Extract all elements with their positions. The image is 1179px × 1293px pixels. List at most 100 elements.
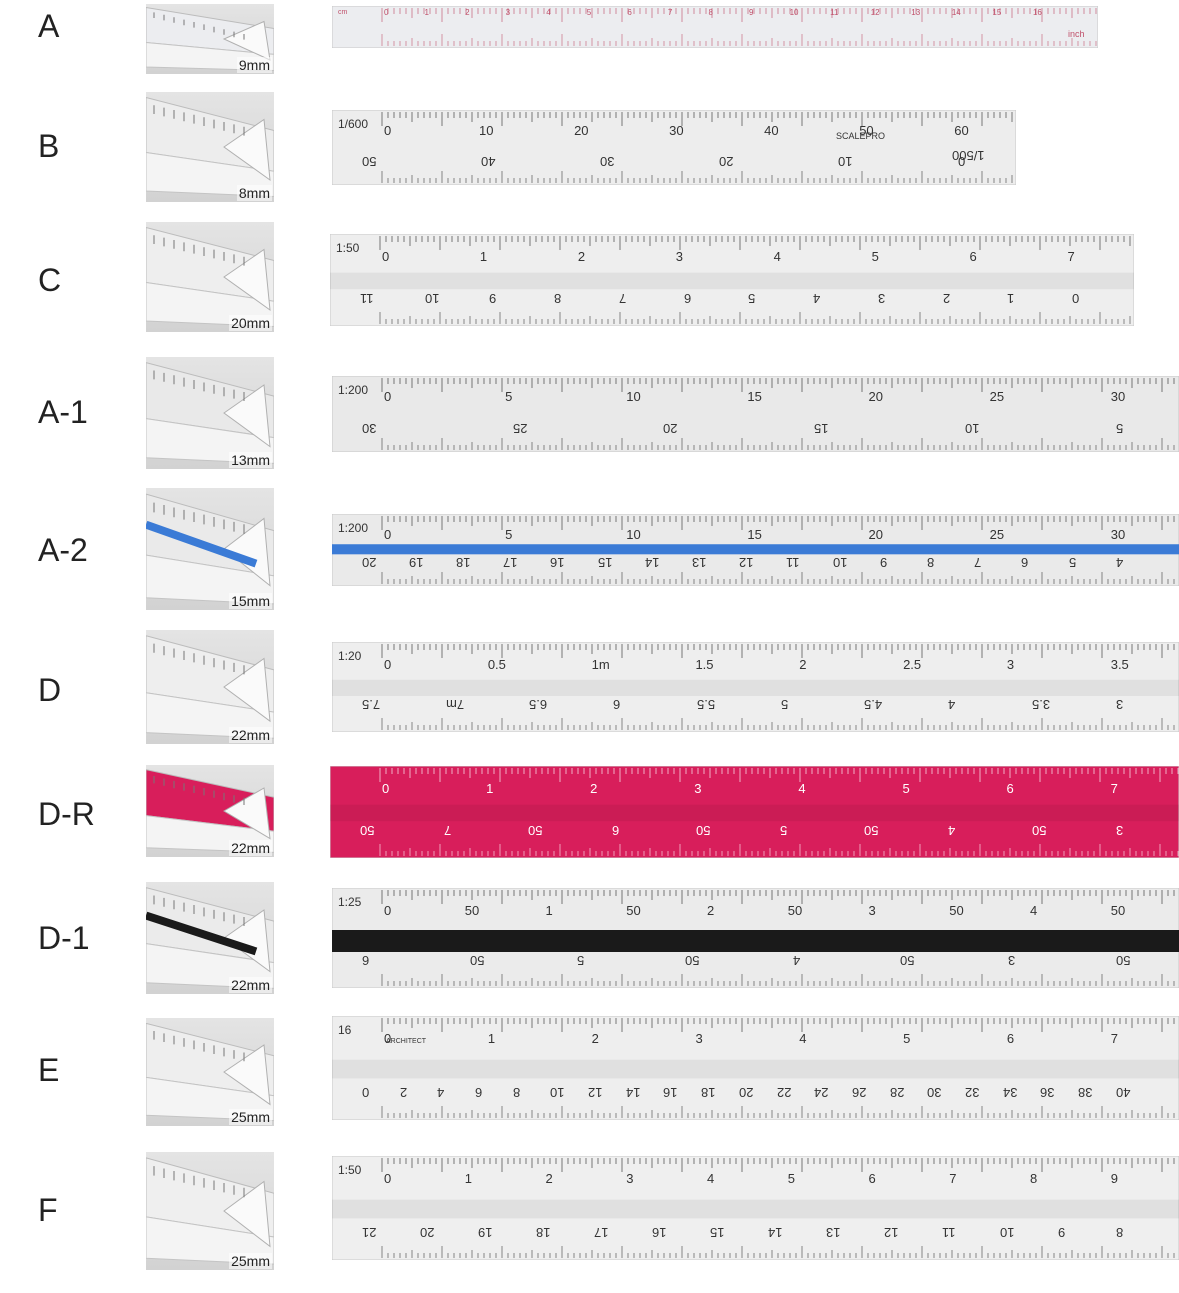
ruler-top-number: 4	[799, 1031, 807, 1046]
ruler-top-number: 7	[1110, 781, 1118, 796]
ruler-bottom-number: 2	[399, 1085, 407, 1100]
ruler-profile-photo: 9mm	[146, 4, 274, 74]
ruler-top-number: 3	[675, 249, 683, 264]
ruler-size-label: 9mm	[236, 57, 272, 73]
ruler-bottom-number: 8	[1115, 1225, 1123, 1240]
ruler-scale-graphic	[330, 234, 1134, 326]
ruler-bottom-number: 50	[1115, 953, 1131, 968]
ruler-profile-photo: 22mm	[146, 630, 274, 744]
ruler-bottom-number: 20	[738, 1085, 754, 1100]
ruler-bottom-number: 9	[1057, 1225, 1065, 1240]
ruler-bottom-number: 7.5	[362, 697, 381, 712]
ruler-bottom-number: 40	[481, 154, 496, 169]
ruler-bottom-number: 30	[927, 1085, 942, 1100]
ruler-top-number: 2	[591, 1031, 599, 1046]
ruler-top-number: 5	[871, 249, 879, 264]
ruler-bottom-number: 8	[512, 1085, 520, 1100]
ruler-scale-ratio: 16	[338, 1023, 352, 1037]
ruler-profile-photo: 13mm	[146, 357, 274, 469]
ruler-top-number: 50	[949, 903, 964, 918]
ruler-top-number: 50	[859, 123, 874, 138]
ruler-scale-graphic	[332, 376, 1179, 452]
ruler-bottom-number: 11	[941, 1225, 956, 1240]
ruler-bottom-number: 4	[947, 823, 955, 838]
ruler-top-number: 5	[505, 527, 513, 542]
ruler-top-number: 0	[384, 1171, 392, 1186]
ruler-top-number: 0	[384, 123, 392, 138]
ruler-bottom-number: 36	[1040, 1085, 1055, 1100]
ruler-top-number: 4	[706, 1171, 715, 1186]
ruler-code-label: B	[38, 128, 60, 164]
ruler-top-number: 50	[787, 903, 803, 918]
ruler-top-number: 20	[868, 527, 883, 542]
ruler-bottom-number: 0	[362, 1085, 370, 1100]
ruler-top-number: 2	[799, 657, 807, 672]
ruler-top-number: 2	[590, 781, 598, 796]
ruler-scale-graphic	[332, 6, 1098, 48]
ruler-bottom-number: 4	[437, 1085, 445, 1100]
ruler-bottom-number: 16	[550, 555, 565, 570]
ruler-bottom-number: 10	[964, 421, 980, 436]
ruler-top-number: 3	[868, 903, 876, 918]
ruler-top-number: 4	[1029, 903, 1038, 918]
ruler-top-number: 6	[1006, 781, 1014, 796]
ruler-bottom-number: 32	[964, 1085, 980, 1100]
ruler-top-number: 16	[1032, 8, 1042, 17]
ruler-top-number: 2	[706, 903, 715, 918]
ruler-bottom-number: 14	[625, 1085, 641, 1100]
ruler-top-number: 0	[384, 527, 392, 542]
ruler-bottom-number: 22	[776, 1085, 791, 1100]
ruler-top-number: 0	[384, 8, 389, 17]
ruler-top-number: 5	[902, 781, 910, 796]
ruler-top-number: 1.5	[695, 657, 714, 672]
ruler-scale-graphic	[332, 1156, 1179, 1260]
ruler-top-number: 1	[545, 903, 553, 918]
ruler-top-number: 0	[382, 249, 390, 264]
ruler-bottom-number: 4	[813, 291, 821, 306]
ruler-bottom-number: 24	[814, 1085, 829, 1100]
ruler-size-label: 13mm	[229, 452, 272, 468]
ruler-scale-graphic	[332, 888, 1179, 988]
ruler-top-number: 7	[1067, 249, 1075, 264]
ruler-size-label: 22mm	[229, 840, 272, 856]
ruler-bottom-number: 17	[503, 555, 518, 570]
ruler-bottom-number: 20	[663, 421, 678, 436]
ruler-scale-ratio: 1:200	[338, 521, 369, 535]
ruler-code-label: E	[38, 1052, 60, 1088]
ruler-top-number: 10	[626, 527, 641, 542]
ruler-code-label: A-1	[38, 394, 88, 430]
ruler-bottom-number: 18	[701, 1085, 716, 1100]
ruler-top-number: 0	[384, 389, 392, 404]
ruler-bottom-number: 16	[663, 1085, 678, 1100]
ruler-profile-photo: 22mm	[146, 765, 274, 857]
ruler-bottom-number: 6	[611, 823, 620, 838]
ruler-bottom-number: 5	[748, 291, 756, 306]
ruler-bottom-number: 2	[942, 291, 950, 306]
ruler-bottom-number: 6	[1021, 555, 1029, 570]
ruler-size-label: 15mm	[229, 593, 272, 609]
ruler-bottom-number: 6.5	[529, 697, 548, 712]
ruler-bottom-number: 7m	[445, 697, 464, 712]
ruler-bottom-number: 19	[409, 555, 424, 570]
ruler-code-label: A-2	[38, 532, 88, 568]
ruler-scale-ratio: 1:200	[338, 383, 369, 397]
ruler-top-number: 2.5	[903, 657, 922, 672]
ruler-size-label: 22mm	[229, 977, 272, 993]
ruler-brand-text: ARCHITECT	[386, 1038, 427, 1045]
ruler-top-number: 50	[626, 903, 641, 918]
ruler-bottom-number: 3	[1008, 953, 1016, 968]
ruler-bottom-number: 7	[974, 555, 982, 570]
ruler-top-number: 6	[868, 1171, 876, 1186]
ruler-bottom-number: 13	[825, 1225, 841, 1240]
ruler-top-number: 20	[574, 123, 589, 138]
ruler-bottom-number: 15	[814, 421, 829, 436]
ruler-size-label: 8mm	[236, 185, 272, 201]
ruler-top-number: 6	[969, 249, 977, 264]
ruler-top-number: 15	[992, 8, 1002, 17]
ruler-code-label: D-1	[38, 920, 90, 956]
ruler-top-number: 0.5	[487, 657, 506, 672]
ruler-top-number: 1	[424, 8, 429, 17]
